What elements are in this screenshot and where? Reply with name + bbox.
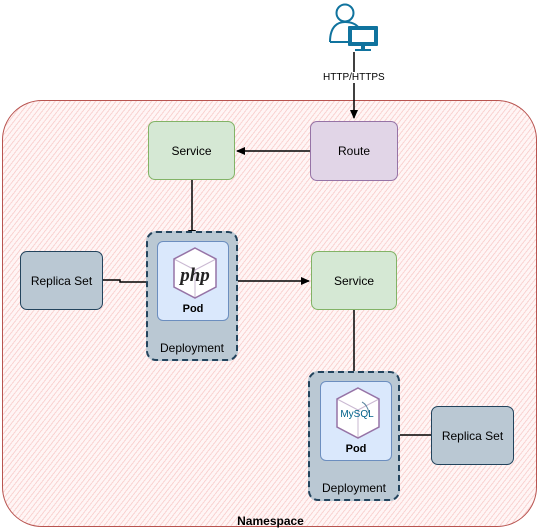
replica-set-node-right[interactable]: Replica Set xyxy=(431,406,514,465)
protocol-label: HTTP/HTTPS xyxy=(321,72,387,83)
php-logo-text: php xyxy=(178,265,210,286)
service-top-label: Service xyxy=(171,143,212,158)
php-cube-icon: php xyxy=(173,247,217,299)
service-mid-label: Service xyxy=(333,273,374,288)
pod-php[interactable]: php Pod xyxy=(157,241,229,321)
deployment-mysql-label: Deployment xyxy=(321,481,387,495)
namespace-label: Namespace xyxy=(237,514,304,528)
route-label: Route xyxy=(337,144,371,158)
mysql-logo-text: MySQL xyxy=(340,409,374,420)
route-node[interactable]: Route xyxy=(310,121,398,181)
deployment-php[interactable]: php Pod Deployment xyxy=(146,231,238,361)
replica-set-left-label: Replica Set xyxy=(30,273,93,288)
replica-set-right-label: Replica Set xyxy=(441,428,504,443)
replica-set-node-left[interactable]: Replica Set xyxy=(20,251,103,310)
user-computer-icon xyxy=(329,3,378,51)
edge-replicaset-php xyxy=(103,279,156,283)
mysql-cube-icon: MySQL xyxy=(336,387,380,439)
service-node-top[interactable]: Service xyxy=(148,121,235,180)
pod-mysql-label: Pod xyxy=(345,443,367,455)
service-node-mid[interactable]: Service xyxy=(311,251,397,310)
deployment-php-label: Deployment xyxy=(159,341,225,355)
pod-mysql[interactable]: MySQL Pod xyxy=(320,381,392,461)
pod-php-label: Pod xyxy=(182,303,204,315)
namespace-container xyxy=(2,100,537,527)
deployment-mysql[interactable]: MySQL Pod Deployment xyxy=(308,371,400,501)
